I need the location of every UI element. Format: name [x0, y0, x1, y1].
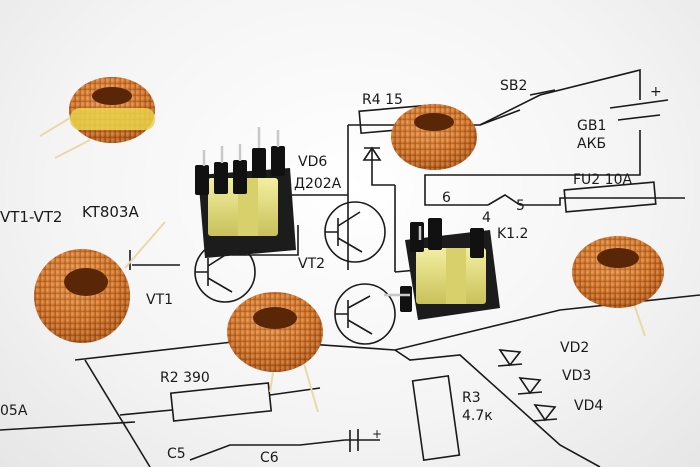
label-akb: АКБ [577, 136, 606, 152]
schematic-labels: VT1-VT2 KT803A VD6 Д202A R4 15 SB2 GB1 А… [0, 78, 662, 466]
toroid-bottom-center [227, 292, 323, 413]
label-r4: R4 15 [362, 92, 403, 108]
transformer-left [195, 127, 296, 258]
label-r3: R3 [462, 390, 481, 406]
label-gb1: GB1 [577, 118, 606, 134]
label-r3-value: 4.7к [462, 408, 493, 424]
label-k1-2: K1.2 [497, 226, 528, 242]
label-vt1: VT1 [146, 292, 173, 308]
label-c5: C5 [167, 446, 186, 462]
label-r2: R2 390 [160, 370, 210, 386]
label-vt1-vt2: VT1-VT2 [0, 208, 62, 226]
transformer-right [384, 218, 500, 320]
label-sb2: SB2 [500, 78, 527, 94]
label-05a: 05A [0, 403, 28, 419]
label-plus-gb: + [650, 84, 662, 100]
toroid-top-left [39, 77, 155, 159]
label-fu2: FU2 10A [573, 172, 632, 188]
label-vt2: VT2 [298, 256, 325, 272]
label-d202a: Д202A [294, 176, 342, 192]
schematic-wiring [0, 68, 700, 467]
label-vd3: VD3 [562, 368, 591, 384]
toroid-left [34, 221, 166, 343]
label-vd2: VD2 [560, 340, 589, 356]
label-kt803a: KT803A [82, 203, 139, 221]
toroid-right [572, 236, 664, 337]
label-plus-c: + [372, 427, 382, 441]
label-vd6: VD6 [298, 154, 327, 170]
label-pin4: 4 [482, 210, 491, 226]
label-c6: C6 [260, 450, 279, 466]
label-pin6: 6 [442, 190, 451, 206]
label-vd4: VD4 [574, 398, 603, 414]
toroid-top-center [391, 104, 477, 170]
label-pin5: 5 [516, 198, 525, 214]
